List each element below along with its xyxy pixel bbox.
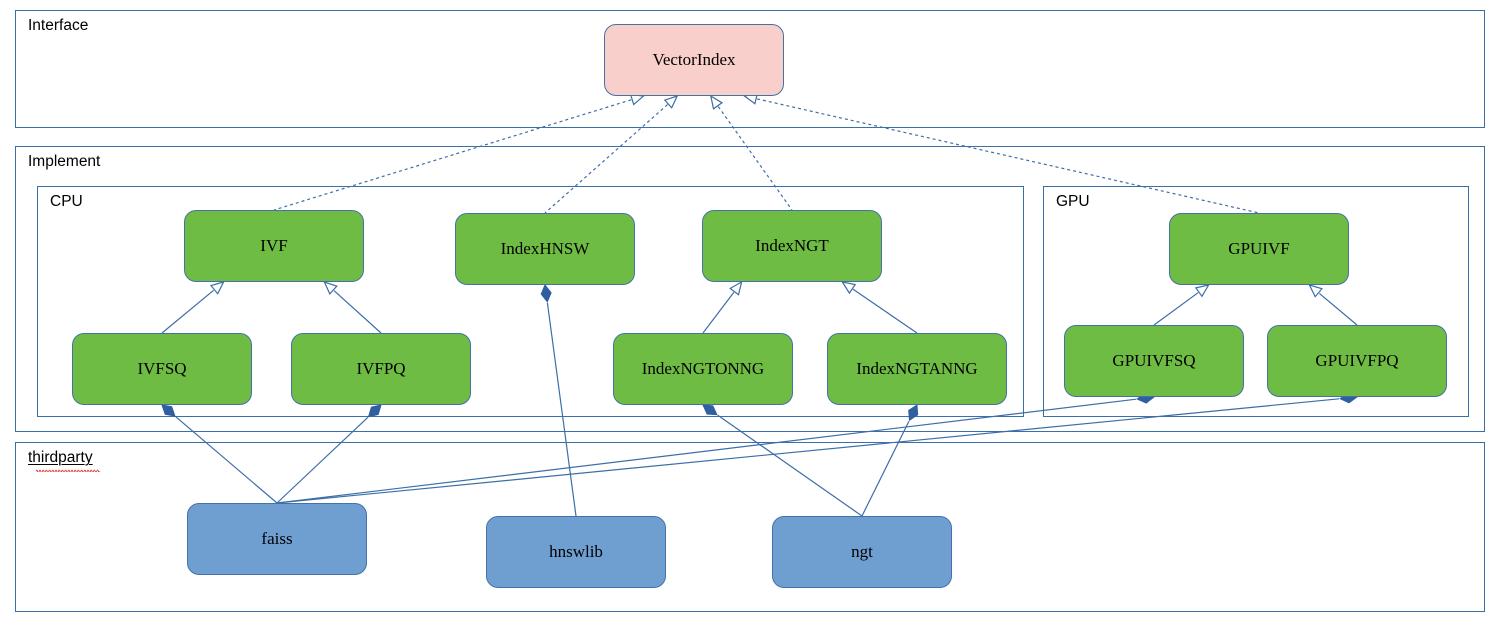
class-node-gpuivfpq[interactable]: GPUIVFPQ — [1267, 325, 1447, 397]
class-node-indexhnsw[interactable]: IndexHNSW — [455, 213, 635, 285]
class-node-label: IndexNGTANNG — [856, 358, 978, 378]
class-node-label: GPUIVF — [1228, 238, 1290, 258]
class-node-gpuivfsq[interactable]: GPUIVFSQ — [1064, 325, 1244, 397]
class-node-faiss[interactable]: faiss — [187, 503, 367, 575]
class-node-label: IndexHNSW — [500, 238, 590, 258]
group-label-thirdparty: thirdparty — [28, 449, 93, 466]
class-node-ivf[interactable]: IVF — [184, 210, 364, 282]
class-node-label: IVF — [260, 235, 288, 255]
group-label-implement: Implement — [28, 153, 101, 170]
class-node-hnswlib[interactable]: hnswlib — [486, 516, 666, 588]
class-node-label: GPUIVFPQ — [1315, 350, 1399, 370]
class-node-label: ngt — [851, 541, 873, 561]
spellcheck-squiggle-icon — [35, 469, 101, 472]
class-node-label: VectorIndex — [652, 49, 736, 69]
class-node-ivfsq[interactable]: IVFSQ — [72, 333, 252, 405]
class-node-label: IndexNGT — [755, 235, 829, 255]
class-node-indexngt[interactable]: IndexNGT — [702, 210, 882, 282]
class-node-label: faiss — [261, 528, 293, 548]
class-node-gpuivf[interactable]: GPUIVF — [1169, 213, 1349, 285]
class-node-indexngtanng[interactable]: IndexNGTANNG — [827, 333, 1007, 405]
class-node-label: IVFSQ — [137, 358, 187, 378]
group-label-interface: Interface — [28, 17, 89, 34]
group-label-gpu: GPU — [1056, 193, 1090, 210]
class-node-label: hnswlib — [549, 541, 603, 561]
class-node-label: IndexNGTONNG — [641, 358, 765, 378]
class-node-vectorindex[interactable]: VectorIndex — [604, 24, 784, 96]
class-node-indexngtonng[interactable]: IndexNGTONNG — [613, 333, 793, 405]
class-node-ivfpq[interactable]: IVFPQ — [291, 333, 471, 405]
group-label-cpu: CPU — [50, 193, 83, 210]
class-node-label: IVFPQ — [356, 358, 406, 378]
class-node-label: GPUIVFSQ — [1112, 350, 1196, 370]
class-node-ngt[interactable]: ngt — [772, 516, 952, 588]
